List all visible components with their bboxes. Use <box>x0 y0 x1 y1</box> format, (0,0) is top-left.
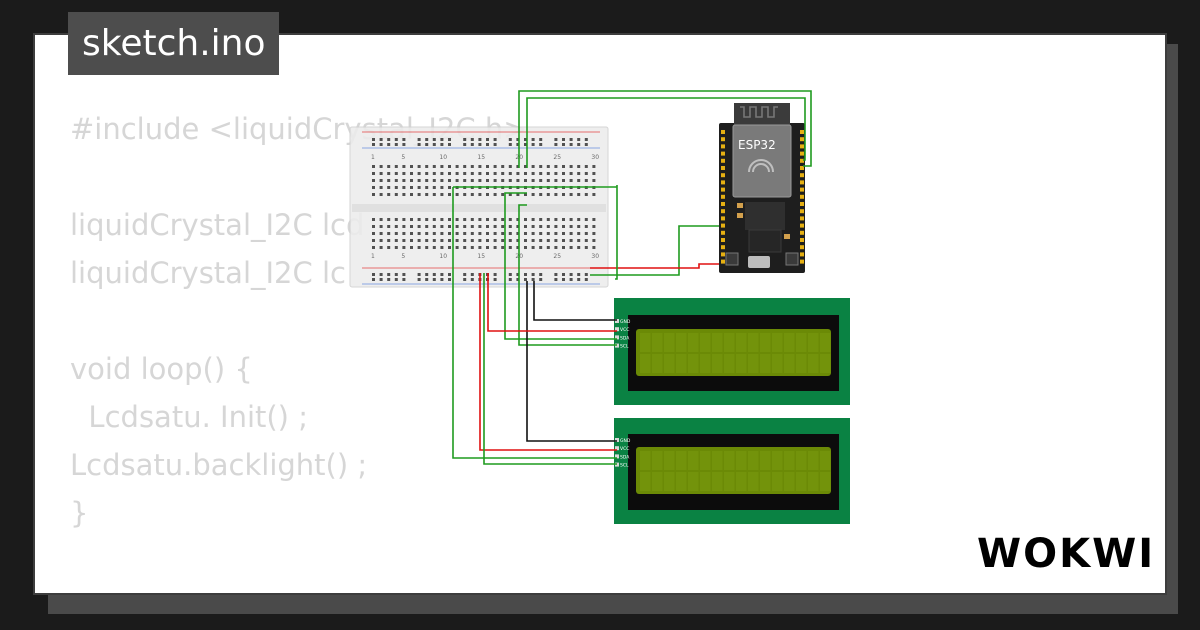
code-editor: #include <liquidCrystal_I2C.h> liquidCrys… <box>70 105 528 593</box>
code-line: Lcdsatu.backlight() ; <box>70 448 368 482</box>
code-line <box>70 297 528 345</box>
wokwi-logo: WOKWI <box>977 531 1150 577</box>
code-panel: #include <liquidCrystal_I2C.h> liquidCrys… <box>33 33 1167 595</box>
code-line: #include <liquidCrystal_I2C.h> <box>70 112 528 146</box>
code-line: liquidCrystal_I2C lcd <box>70 208 365 242</box>
code-line <box>70 153 528 201</box>
code-line: void loop() { <box>70 352 253 386</box>
code-line: void loop() { <box>70 585 528 593</box>
code-line: liquidCrystal_I2C lc <box>70 256 346 290</box>
file-tab[interactable]: sketch.ino <box>68 12 280 75</box>
wokwi-logo-text: WOKWI <box>977 531 1150 577</box>
code-line <box>70 537 528 585</box>
code-line: } <box>70 496 89 530</box>
code-line: Lcdsatu. Init() ; <box>70 400 308 434</box>
